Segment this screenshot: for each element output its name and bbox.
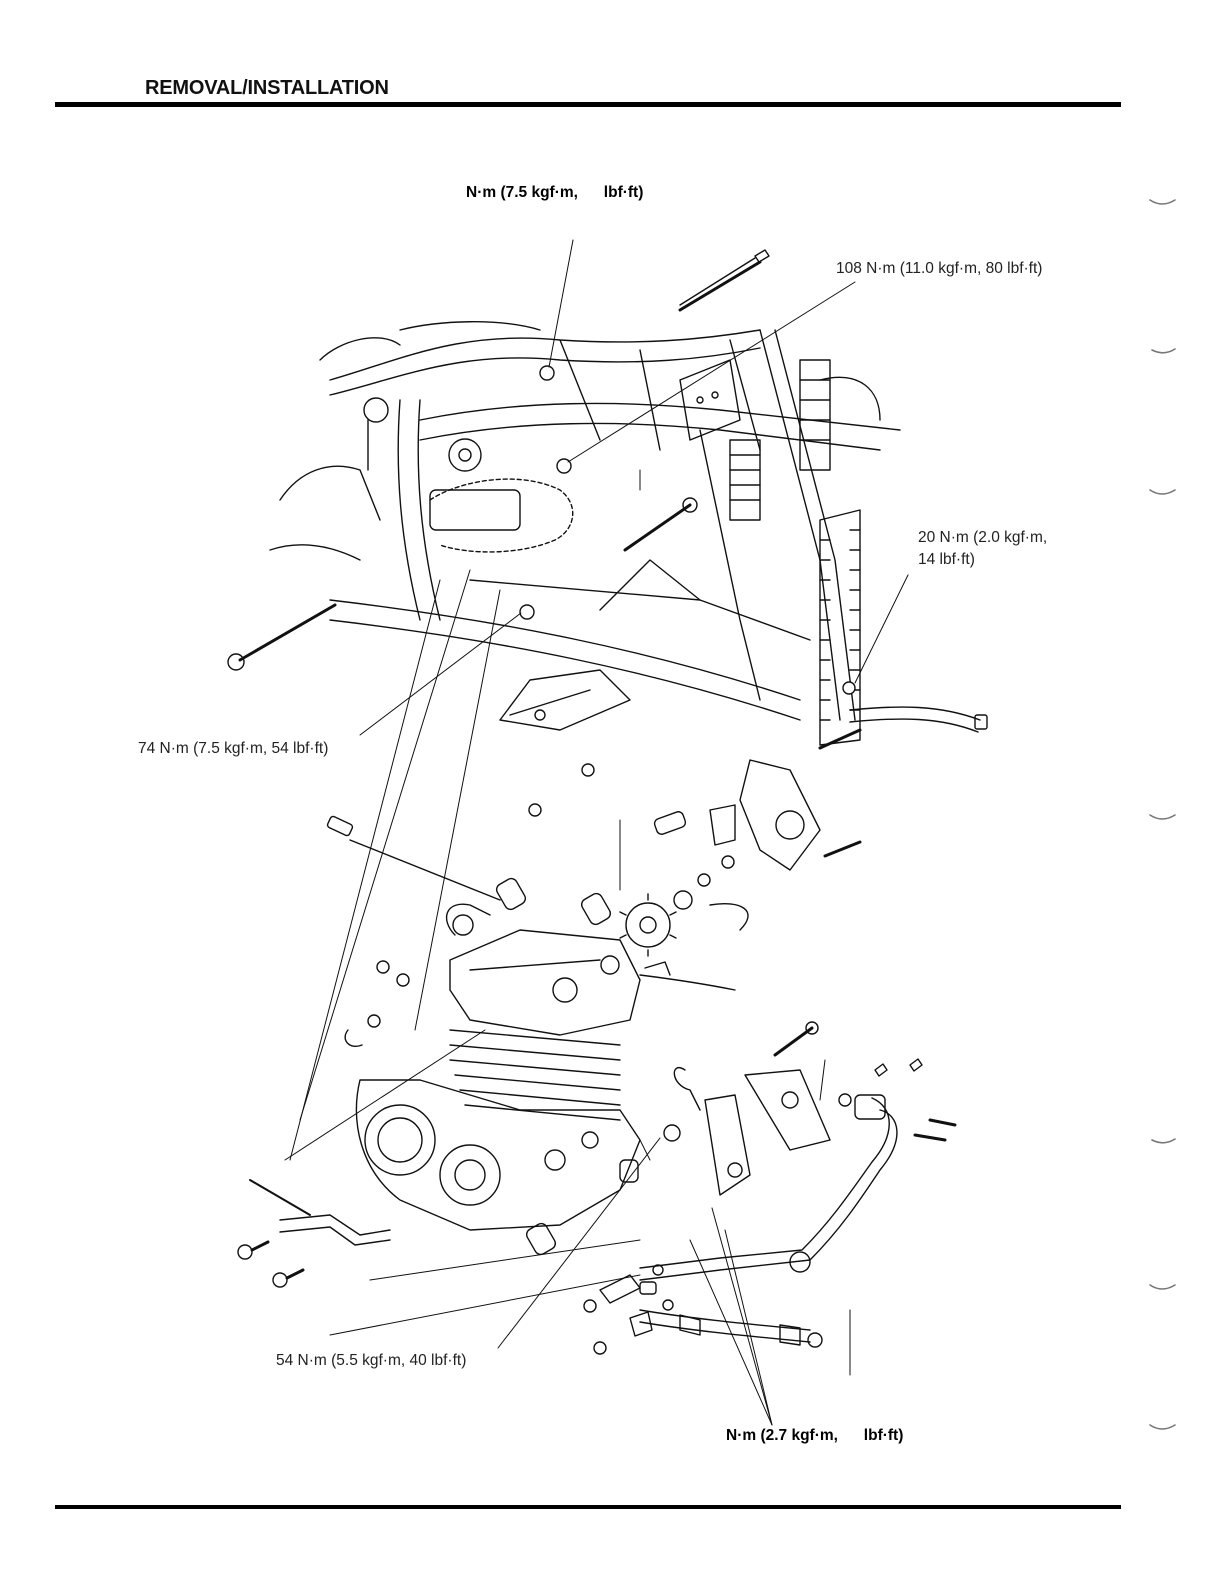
exhaust-pipe-icon <box>584 1095 897 1354</box>
bolt-icon <box>520 366 855 816</box>
radiator-icon <box>820 510 860 745</box>
bolt-icon <box>238 1180 390 1287</box>
sprocket-icon <box>494 760 820 1257</box>
torque-callout-bottom: N·m (2.7 kgf·m, lbf·ft) <box>726 1427 904 1444</box>
bolt-icon <box>664 1059 955 1195</box>
bolt-icon <box>228 250 860 1055</box>
binding-marks <box>1150 200 1175 1429</box>
torque-callout-left: 74 N·m (7.5 kgf·m, 54 lbf·ft) <box>138 740 329 757</box>
engine-icon <box>327 815 735 1230</box>
torque-callout-right-line1: 20 N·m (2.0 kgf·m, <box>918 529 1048 546</box>
header-rule <box>55 102 1121 107</box>
leader-lines <box>285 240 908 1425</box>
bolt-icon <box>345 961 409 1046</box>
frame-icon <box>270 322 987 732</box>
torque-callout-upper-right: 108 N·m (11.0 kgf·m, 80 lbf·ft) <box>836 260 1043 277</box>
torque-callout-right-line2: 14 lbf·ft) <box>918 551 975 568</box>
torque-callout-lower-left: 54 N·m (5.5 kgf·m, 40 lbf·ft) <box>276 1352 467 1369</box>
torque-callout-top-center: N·m (7.5 kgf·m, lbf·ft) <box>466 184 644 201</box>
page-header-title: REMOVAL/INSTALLATION <box>145 77 389 99</box>
footer-rule <box>55 1505 1121 1509</box>
